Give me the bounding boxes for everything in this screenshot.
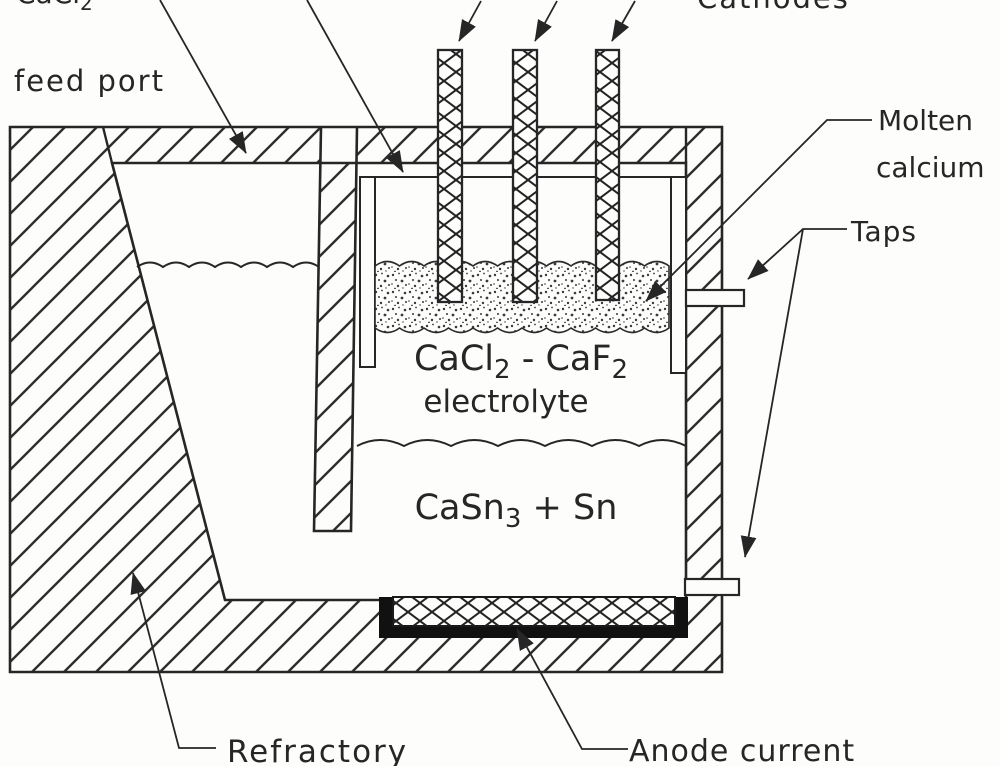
tap-pipe-lower <box>683 577 741 597</box>
label-cathodes: Cathodes <box>697 0 850 15</box>
cathode-rod-2 <box>511 48 539 304</box>
label-electrolyte-formula: CaCl2 - CaF2 <box>414 339 628 385</box>
shroud-left-wall <box>359 176 376 368</box>
leader-refractory <box>130 572 216 749</box>
label-molten-line1: Molten <box>878 104 973 137</box>
leader-molten-calcium <box>645 119 872 302</box>
label-electrolyte-word: electrolyte <box>423 384 588 420</box>
leader-feed-port <box>159 0 247 154</box>
label-molten-line2: calcium <box>876 151 985 184</box>
anode-block <box>392 596 676 627</box>
label-feed-chemical: CaCl2 <box>16 0 93 15</box>
label-feed-port: feed port <box>14 64 165 98</box>
leader-tap-upper <box>747 228 847 280</box>
label-taps: Taps <box>850 215 917 248</box>
feed-level-wave <box>136 261 320 269</box>
label-alloy-formula: CaSn3 + Sn <box>415 488 618 534</box>
leader-anode-current <box>516 628 628 750</box>
cathode-rod-1 <box>436 48 464 304</box>
leader-tap-lower <box>740 228 804 558</box>
lid-seam-left <box>101 126 114 164</box>
leader-cathode-3 <box>611 0 636 42</box>
label-refractory: Refractory <box>227 734 408 766</box>
label-anode-current: Anode current <box>629 734 855 766</box>
electrolyte-alloy-interface-wave <box>356 439 687 448</box>
leader-cathode-1 <box>458 0 482 42</box>
leader-shroud <box>306 0 404 173</box>
tap-pipe-upper <box>684 288 746 308</box>
cathode-rod-3 <box>594 48 621 302</box>
leader-cathode-2 <box>534 0 558 42</box>
